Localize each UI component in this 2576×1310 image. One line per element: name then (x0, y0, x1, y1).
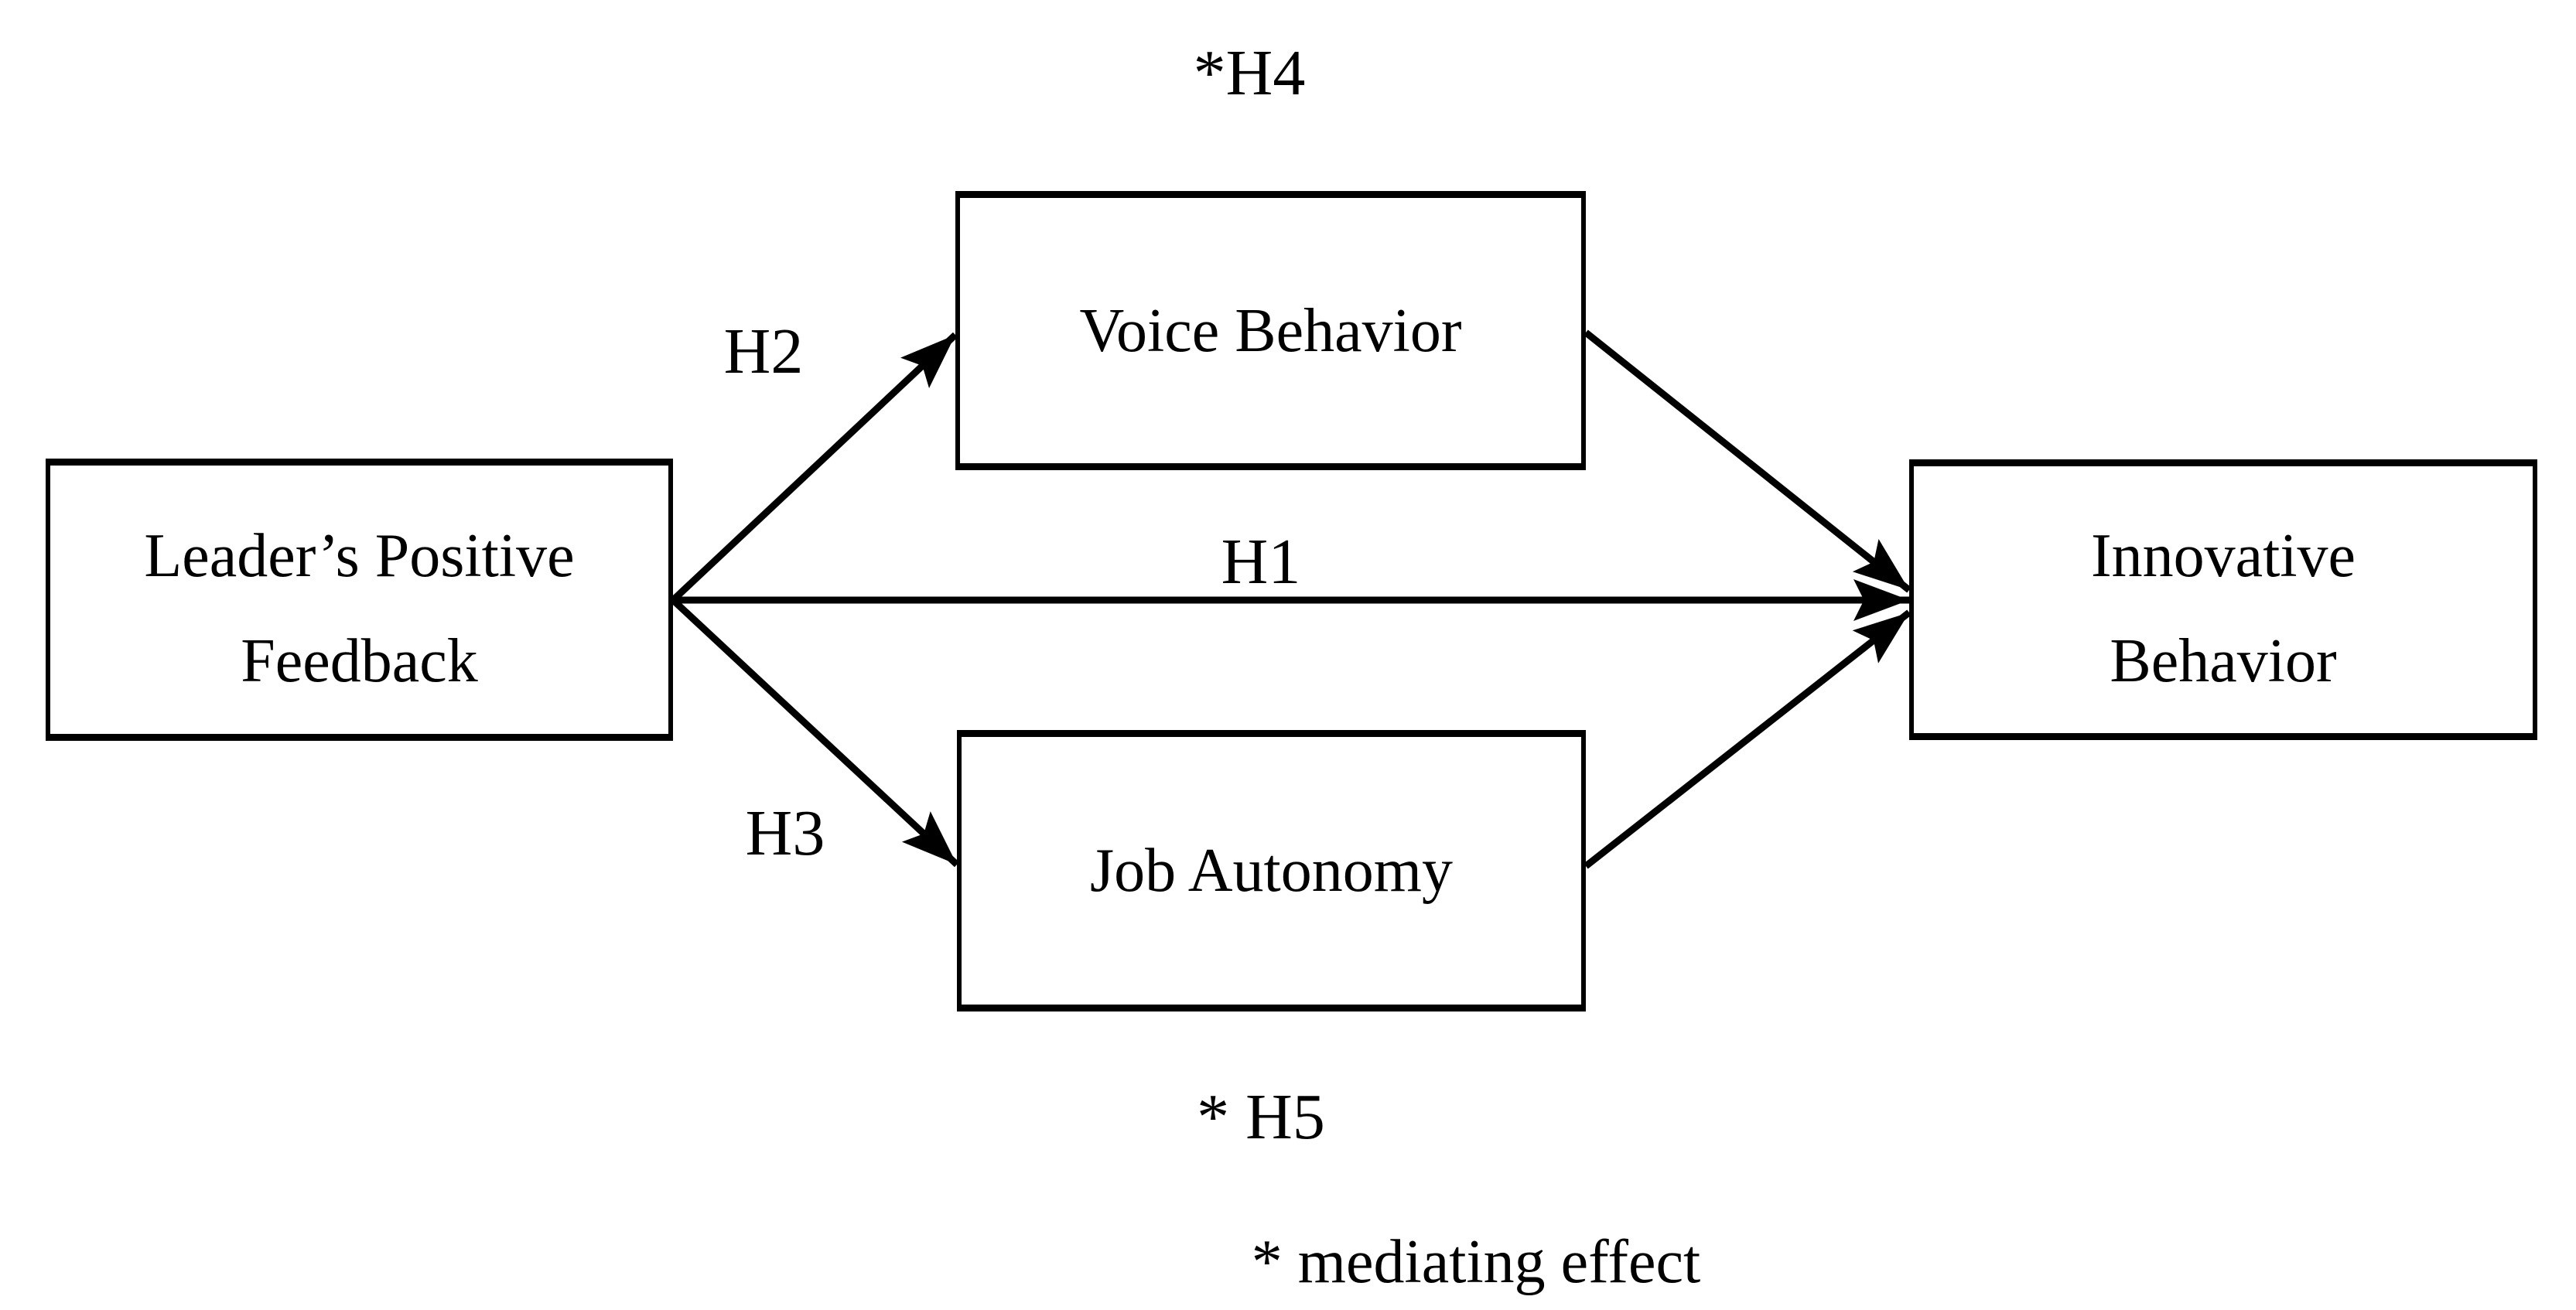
box-innovative-behavior-line1: Innovative (2090, 521, 2356, 590)
h3-arrow-leader-to-job (670, 597, 960, 868)
box-innovative-behavior: Innovative Behavior (1909, 459, 2537, 740)
mediating-effect-footnote: * mediating effect (1251, 1228, 1701, 1296)
h2-arrow-leader-to-voice (670, 332, 958, 603)
box-leaders-positive-feedback-line1: Leader’s Positive (144, 521, 575, 590)
label-h1-path: H1 (1221, 526, 1301, 598)
box-leaders-positive-feedback-line2: Feedback (241, 626, 478, 695)
label-h2-path: H2 (723, 316, 804, 387)
label-h4-mediation: *H4 (1193, 37, 1306, 109)
label-h3-path: H3 (745, 797, 825, 869)
box-voice-behavior-label: Voice Behavior (1079, 296, 1462, 365)
label-h5-mediation: * H5 (1197, 1081, 1325, 1153)
box-leaders-positive-feedback: Leader’s Positive Feedback (46, 459, 673, 741)
box-innovative-behavior-line2: Behavior (2110, 626, 2337, 695)
box-job-autonomy-label: Job Autonomy (1090, 837, 1453, 905)
box-job-autonomy: Job Autonomy (957, 730, 1586, 1011)
box-voice-behavior: Voice Behavior (955, 191, 1586, 470)
job-to-innovative-arrow (1584, 609, 1912, 869)
voice-to-innovative-arrow (1584, 329, 1912, 593)
